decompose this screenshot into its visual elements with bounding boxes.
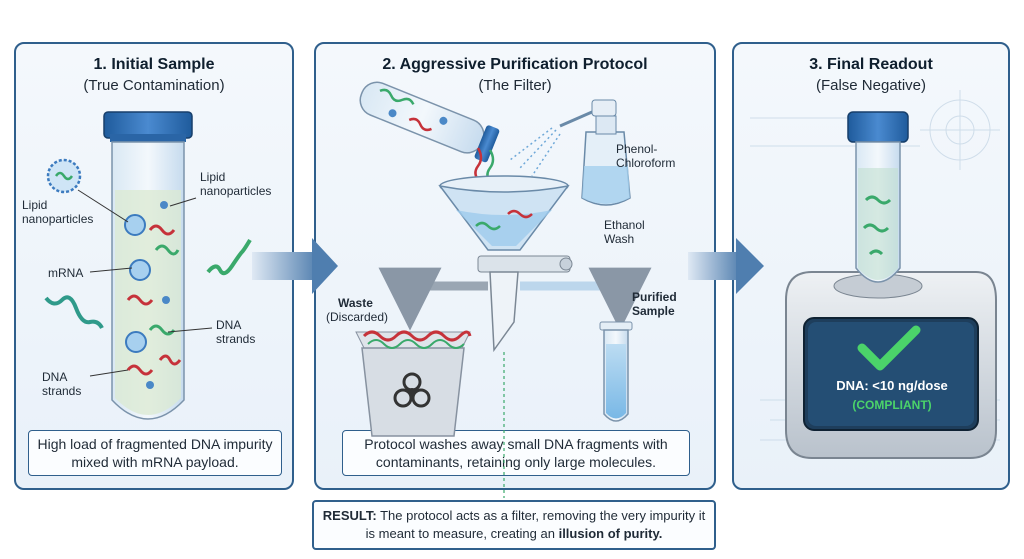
arrow-step-2-to-3 <box>688 238 764 294</box>
result-box: RESULT: The protocol acts as a filter, r… <box>312 500 716 550</box>
flow-arrows <box>378 267 652 331</box>
dna-strand-icon <box>44 295 104 329</box>
result-emphasis: illusion of purity. <box>558 526 663 541</box>
callout-lines <box>77 189 213 377</box>
screen-status: (COMPLIANT) <box>852 398 932 412</box>
waste-bin <box>355 330 472 437</box>
mrna-strand-icon <box>206 238 252 276</box>
result-lead: RESULT: <box>322 508 377 523</box>
screen-dna-value: DNA: <10 ng/dose <box>836 378 948 393</box>
label-phenol-chloroform: Phenol-Chloroform <box>616 142 676 170</box>
panel-title: 1. Initial Sample <box>93 56 215 73</box>
panel-subtitle: (False Negative) <box>815 77 927 94</box>
panel-subtitle: (True Contamination) <box>83 77 225 94</box>
sample-tube <box>103 111 193 420</box>
arrow-step-1-to-2 <box>252 238 338 294</box>
panel-description: High load of fragmented DNA impurity mix… <box>28 430 282 476</box>
label-waste: Waste <box>338 296 373 310</box>
lipid-nanoparticle-callout <box>46 158 82 194</box>
panel-description: Protocol washes away small DNA fragments… <box>342 430 690 476</box>
panel-title: 3. Final Readout <box>809 56 933 73</box>
pouring-tube <box>359 81 500 198</box>
biohazard-icon <box>393 372 431 408</box>
label-mrna: mRNA <box>48 266 84 280</box>
analyzer-device <box>785 271 997 459</box>
filter-funnel <box>438 175 573 498</box>
wash-bottle <box>509 99 631 206</box>
panel-title: 2. Aggressive Purification Protocol <box>382 56 648 73</box>
analyzer-tube <box>847 111 909 283</box>
purified-sample-tube <box>599 321 633 422</box>
result-text: The protocol acts as a filter, removing … <box>365 508 706 541</box>
checkmark-icon <box>857 325 921 371</box>
panel-subtitle: (The Filter) <box>478 77 552 94</box>
label-waste-discarded: (Discarded) <box>326 310 389 324</box>
